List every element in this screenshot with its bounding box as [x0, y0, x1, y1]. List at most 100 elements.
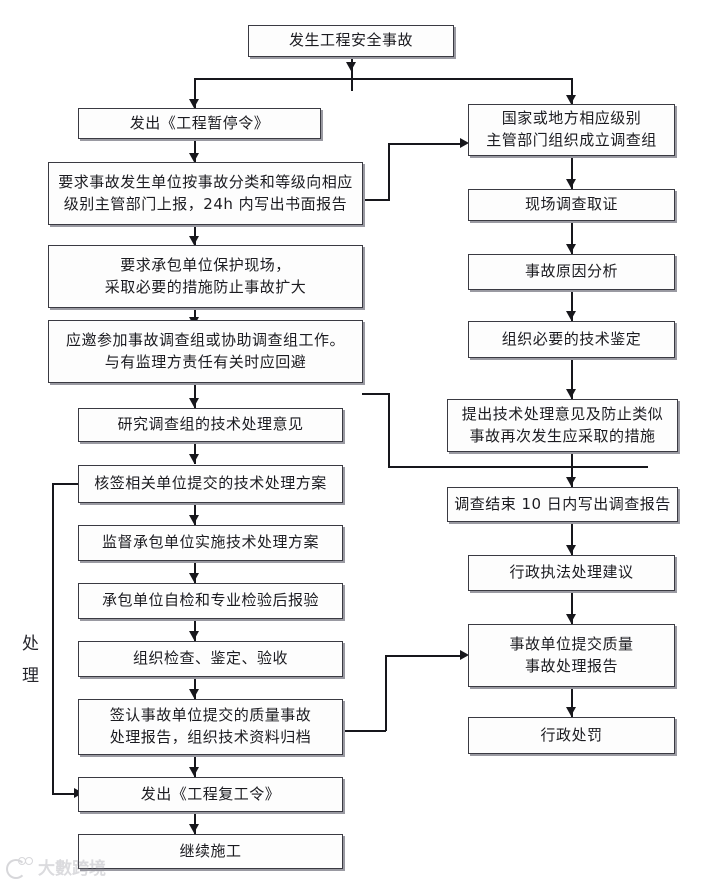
arrow-suspend-to-report	[189, 153, 199, 162]
node-continue-work[interactable]: 继续施工	[78, 834, 343, 869]
node-self-check[interactable]: 承包单位自检和专业检验后报验	[78, 583, 343, 619]
arrow-supervise-to-selfcheck	[189, 573, 199, 582]
connector-appraisal-to-propose	[571, 358, 573, 399]
node-sign-plan[interactable]: 核签相关单位提交的技术处理方案	[78, 465, 343, 503]
node-tech-appraisal[interactable]: 组织必要的技术鉴定	[468, 321, 675, 358]
connector-signreport-to-quality	[385, 655, 465, 657]
side-label-processing: 处 理	[14, 628, 48, 693]
node-site-investigate[interactable]: 现场调查取证	[468, 189, 675, 221]
connector-report-stub	[362, 199, 390, 201]
connector-accident-stem	[351, 57, 353, 91]
arrow-sign-to-supervise	[189, 515, 199, 524]
node-resume-order[interactable]: 发出《工程复工令》	[78, 777, 343, 812]
connector-signplan-left-stub	[52, 483, 82, 485]
arrow-quality-to-penalty	[566, 707, 576, 716]
node-form-group-line2: 主管部门组织成立调查组	[486, 131, 657, 149]
node-form-group[interactable]: 国家或地方相应级别 主管部门组织成立调查组	[468, 104, 675, 156]
connector-suspend-to-report	[194, 139, 196, 162]
connector-feedback-riser	[52, 483, 54, 794]
connector-join-riser-down	[388, 393, 390, 467]
node-self-check-line1: 承包单位自检和专业检验后报验	[101, 591, 319, 610]
arrow-report-to-group	[460, 138, 469, 148]
arrow-branch-left-down	[189, 99, 199, 108]
node-admin-penalty[interactable]: 行政处罚	[468, 717, 675, 754]
connector-propose-to-invreport	[571, 452, 573, 487]
node-propose-measures-line1: 提出技术处理意见及防止类似	[461, 404, 664, 423]
node-protect-site-line1: 要求承包单位保护现场，	[120, 255, 291, 274]
connector-resume-to-continue	[194, 812, 196, 834]
node-investigation-report[interactable]: 调查结束 10 日内写出调查报告	[447, 487, 678, 522]
arrow-organize-to-signreport	[189, 689, 199, 698]
node-suspend-order[interactable]: 发出《工程暂停令》	[78, 108, 321, 139]
node-resume-order-line1: 发出《工程复工令》	[140, 784, 281, 803]
node-accident-line1: 发生工程安全事故	[288, 31, 413, 50]
connector-supervise-to-selfcheck	[194, 561, 196, 583]
connector-invreport-to-advice	[571, 522, 573, 555]
arrow-propose-to-invreport	[566, 477, 576, 486]
connector-signreport-right-stub	[330, 730, 386, 732]
node-sign-report-line1: 签认事故单位提交的质量事故	[109, 706, 312, 725]
node-propose-measures-line2: 事故再次发生应采取的措施	[469, 426, 656, 445]
node-accident[interactable]: 发生工程安全事故	[248, 25, 454, 57]
connector-cause-to-appraisal	[571, 290, 573, 321]
connector-quality-to-penalty	[571, 687, 573, 717]
node-admin-penalty-line1: 行政处罚	[540, 725, 603, 744]
connector-signreport-to-resume	[194, 755, 196, 777]
node-sign-plan-line1: 核签相关单位提交的技术处理方案	[94, 474, 327, 493]
node-site-investigate-line1: 现场调查取证	[524, 195, 618, 214]
connector-study-to-sign	[194, 442, 196, 464]
arrow-study-to-sign	[189, 454, 199, 463]
node-supervise-plan-line1: 监督承包单位实施技术处理方案	[101, 533, 319, 552]
node-sign-report[interactable]: 签认事故单位提交的质量事故 处理报告，组织技术资料归档	[78, 699, 343, 755]
arrow-invreport-to-advice	[566, 545, 576, 554]
node-report-request-line2: 级别主管部门上报，24h 内写出书面报告	[63, 194, 348, 213]
arrow-signreport-to-quality	[460, 650, 469, 660]
node-join-group[interactable]: 应邀参加事故调查组或协助调查组工作。 与有监理方责任有关时应回避	[48, 320, 363, 383]
arrow-branch-right-down	[566, 95, 576, 104]
arrow-group-to-site	[566, 179, 576, 188]
arrow-report-to-protect	[189, 236, 199, 245]
node-tech-appraisal-line1: 组织必要的技术鉴定	[501, 329, 642, 348]
connector-group-to-site	[571, 156, 573, 189]
node-organize-check-line1: 组织检查、鉴定、验收	[132, 649, 288, 668]
node-protect-site-line2: 采取必要的措施防止事故扩大	[104, 277, 307, 296]
node-enforcement-advice-line1: 行政执法处理建议	[509, 563, 634, 582]
arrow-accident-down	[346, 62, 356, 71]
arrow-appraisal-to-propose	[566, 389, 576, 398]
node-quality-report-line2: 事故处理报告	[524, 656, 618, 675]
node-organize-check[interactable]: 组织检查、鉴定、验收	[78, 641, 343, 677]
connector-selfcheck-to-organize	[194, 619, 196, 641]
node-study-opinion-line1: 研究调查组的技术处理意见	[117, 415, 304, 434]
side-label-char-2: 理	[22, 666, 40, 687]
arrow-signreport-to-resume	[189, 767, 199, 776]
node-cause-analysis-line1: 事故原因分析	[524, 262, 618, 281]
connector-branch-right	[571, 78, 573, 104]
connector-sign-to-supervise	[194, 503, 196, 525]
node-report-request[interactable]: 要求事故发生单位按事故分类和等级向相应 级别主管部门上报，24h 内写出书面报告	[48, 162, 363, 225]
node-quality-report-line1: 事故单位提交质量	[509, 634, 634, 653]
node-sign-report-line2: 处理报告，组织技术资料归档	[109, 728, 312, 746]
node-protect-site[interactable]: 要求承包单位保护现场， 采取必要的措施防止事故扩大	[48, 245, 363, 308]
node-form-group-line1: 国家或地方相应级别	[501, 109, 642, 128]
arrow-resume-to-continue	[189, 824, 199, 833]
node-study-opinion[interactable]: 研究调查组的技术处理意见	[78, 408, 343, 442]
connector-signreport-riser	[385, 655, 387, 731]
connector-report-to-protect	[194, 225, 196, 245]
connector-report-riser	[388, 143, 390, 200]
connector-branch-left	[194, 78, 196, 108]
connector-feedback-to-resume	[52, 793, 80, 795]
node-propose-measures[interactable]: 提出技术处理意见及防止类似 事故再次发生应采取的措施	[447, 399, 678, 452]
node-quality-report[interactable]: 事故单位提交质量 事故处理报告	[468, 624, 675, 687]
node-continue-work-line1: 继续施工	[179, 841, 242, 860]
connector-join-to-study	[194, 383, 196, 408]
node-cause-analysis[interactable]: 事故原因分析	[468, 254, 675, 290]
node-enforcement-advice[interactable]: 行政执法处理建议	[468, 555, 675, 591]
connector-organize-to-signreport	[194, 677, 196, 699]
connector-split-bar	[194, 78, 572, 80]
watermark-logo-icon	[6, 856, 33, 879]
node-supervise-plan[interactable]: 监督承包单位实施技术处理方案	[78, 525, 343, 561]
connector-advice-to-quality	[571, 591, 573, 624]
node-report-request-line1: 要求事故发生单位按事故分类和等级向相应	[58, 172, 353, 191]
side-label-char-1: 处	[22, 634, 40, 654]
arrow-advice-to-quality	[566, 614, 576, 623]
